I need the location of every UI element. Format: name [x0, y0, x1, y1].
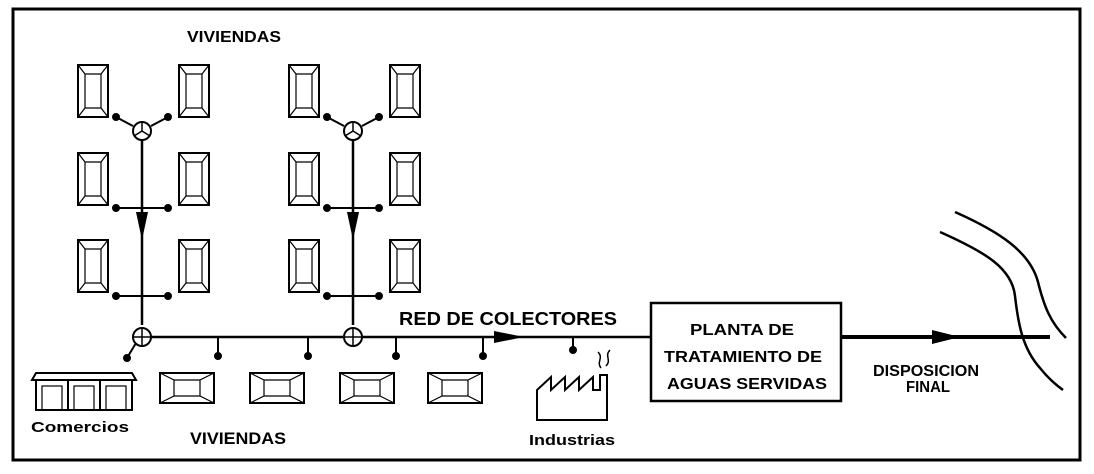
house-icon [178, 239, 210, 293]
right-branch-trunk [343, 121, 363, 347]
lower-house-connections [214, 337, 577, 360]
left-cluster-connections [112, 113, 172, 300]
plant-label-line3: AGUAS SERVIDAS [667, 376, 827, 393]
house-icon [288, 239, 320, 293]
label-viviendas-bottom: VIVIENDAS [190, 429, 286, 448]
left-branch-trunk [132, 121, 152, 347]
plant-label-line1: PLANTA DE [690, 322, 794, 339]
diagram-frame [11, 7, 1082, 462]
treatment-plant: PLANTA DE TRATAMIENTO DE AGUAS SERVIDAS [649, 301, 843, 403]
house-icon [288, 64, 320, 118]
commerce-building [30, 372, 138, 411]
river-bank-right [954, 210, 1067, 339]
plant-label-line2: TRATAMIENTO DE [664, 349, 822, 366]
label-comercios: Comercios [31, 419, 129, 436]
house-icon [77, 64, 109, 118]
label-final: FINAL [906, 379, 950, 396]
industry-building [536, 349, 611, 421]
houses-upper [77, 64, 421, 293]
houses-lower [159, 372, 483, 404]
river-bank-left [939, 230, 1064, 392]
right-cluster-connections [323, 113, 383, 300]
house-icon [288, 152, 320, 206]
house-icon [389, 239, 421, 293]
commerce-connection [123, 342, 137, 362]
label-viviendas-top: VIVIENDAS [187, 29, 281, 46]
label-industrias: Industrias [529, 432, 615, 449]
house-icon [427, 372, 483, 404]
house-icon [249, 372, 305, 404]
disposal-arrow [932, 330, 960, 344]
house-icon [159, 372, 215, 404]
house-icon [339, 372, 395, 404]
collector-arrow [494, 331, 524, 343]
house-icon [77, 152, 109, 206]
label-disposicion: DISPOSICION [873, 363, 979, 380]
house-icon [178, 64, 210, 118]
label-red-colectores: RED DE COLECTORES [399, 309, 617, 329]
house-icon [389, 64, 421, 118]
house-icon [77, 239, 109, 293]
house-icon [178, 152, 210, 206]
house-icon [389, 152, 421, 206]
